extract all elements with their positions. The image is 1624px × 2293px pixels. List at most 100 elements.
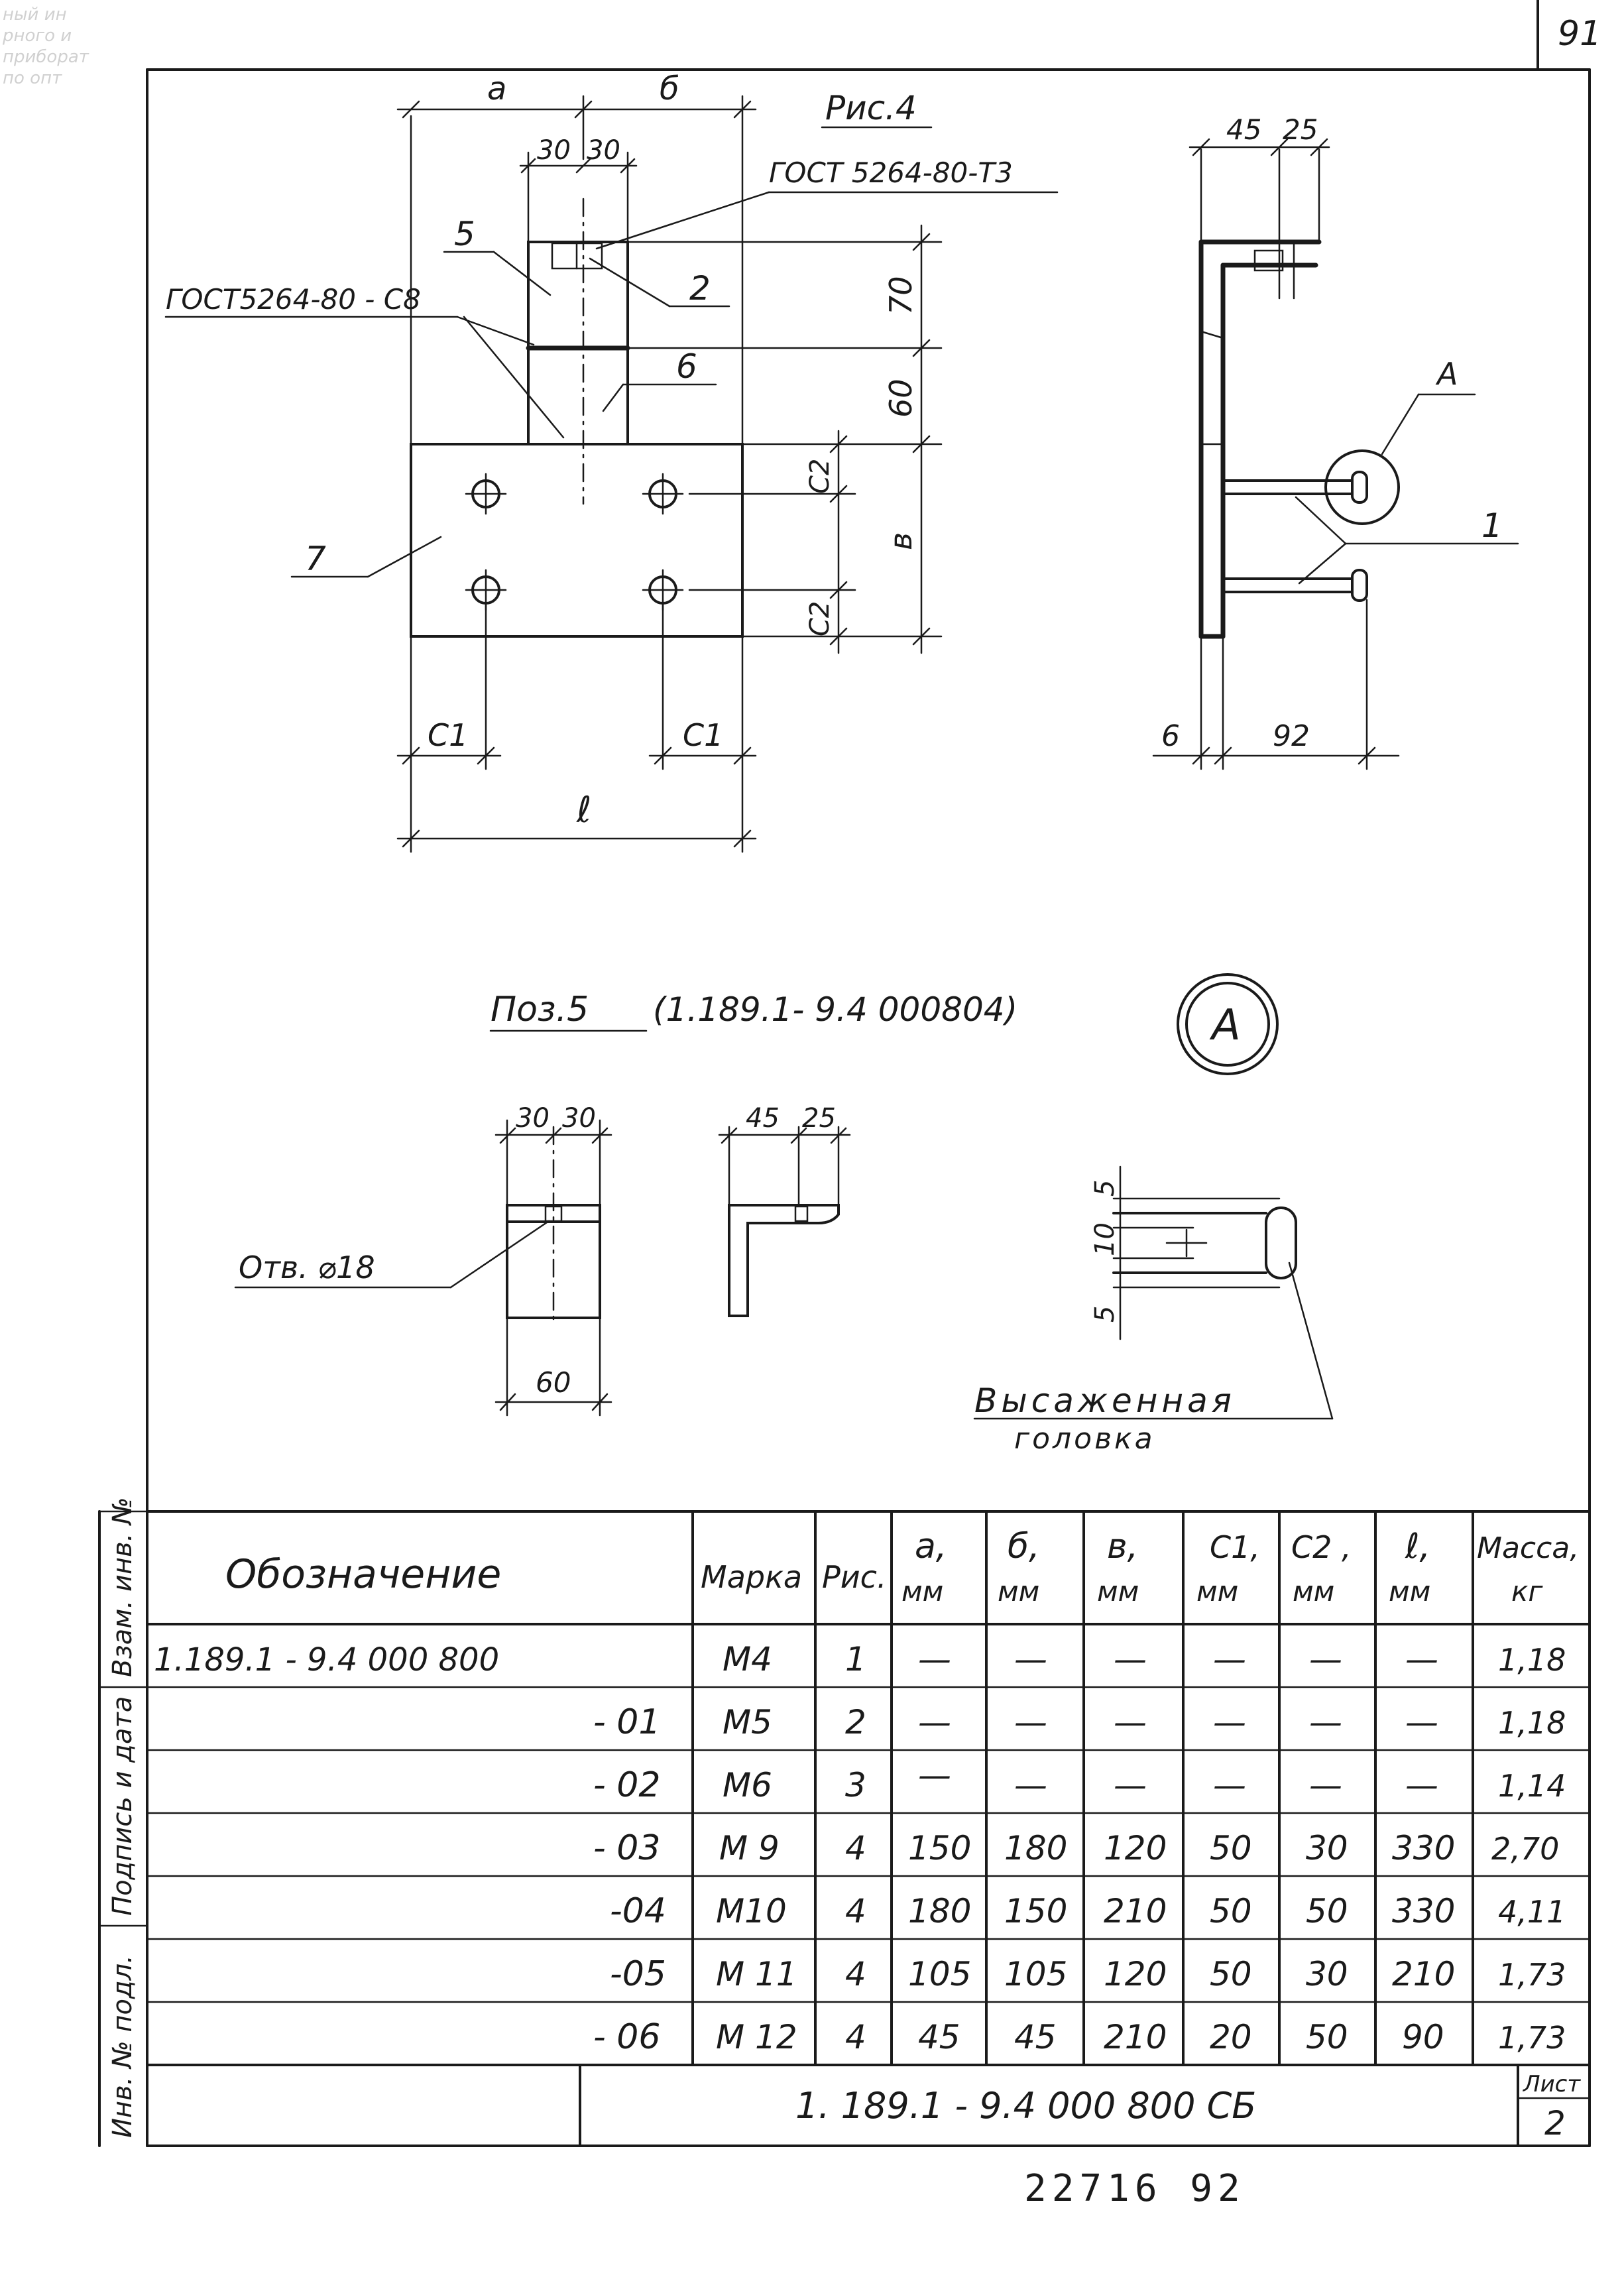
cell-mass: 1,18 bbox=[1498, 1642, 1566, 1678]
header-b: б, bbox=[1008, 1527, 1040, 1566]
cell-v: 210 bbox=[1104, 1892, 1167, 1930]
dim-c1: С1 bbox=[683, 717, 723, 753]
cell-fig: 4 bbox=[845, 1829, 866, 1867]
pos5-code: (1.189.1- 9.4 000804) bbox=[653, 990, 1017, 1029]
table-row: -04 М10 4 180 150 210 50 50 330 4,11 bbox=[610, 1891, 1566, 1931]
cell-fig: 1 bbox=[845, 1640, 866, 1678]
stamp-line: рного и bbox=[2, 26, 72, 46]
figure-title: Рис.4 bbox=[825, 89, 917, 127]
sheet-label: Лист bbox=[1522, 2071, 1581, 2097]
header-l: ℓ, bbox=[1405, 1527, 1430, 1566]
header-c1-unit: мм bbox=[1196, 1575, 1238, 1608]
dim-60: 60 bbox=[883, 379, 919, 418]
cell-c1: 50 bbox=[1210, 1892, 1252, 1930]
cell-c1: — bbox=[1213, 1640, 1246, 1678]
weld-callout-c8: ГОСТ5264-80 - С8 bbox=[166, 283, 421, 316]
cell-a: 105 bbox=[908, 1955, 971, 1993]
cell-mark: М 12 bbox=[716, 2018, 797, 2056]
header-b-unit: мм bbox=[998, 1575, 1039, 1608]
header-a-unit: мм bbox=[901, 1575, 943, 1608]
cell-c2: — bbox=[1309, 1640, 1342, 1678]
dim-c2: С2 bbox=[805, 459, 835, 494]
side-stamp-original-inv: Инв. № подл. bbox=[107, 1955, 138, 2138]
cell-c2: 50 bbox=[1306, 2018, 1348, 2056]
cell-a: 150 bbox=[908, 1829, 971, 1867]
dim-10: 10 bbox=[1090, 1222, 1120, 1256]
archive-stamp: ный ин рного и приборат по опт bbox=[2, 5, 89, 88]
weld-callout-t3: ГОСТ 5264-80-Т3 bbox=[769, 156, 1013, 189]
pos5-section: Поз.5 (1.189.1- 9.4 000804) 30 30 60 Отв… bbox=[234, 990, 1017, 1417]
dim-45: 45 bbox=[746, 1103, 780, 1134]
cell-mass: 1,73 bbox=[1498, 2020, 1566, 2056]
header-mark: Марка bbox=[701, 1559, 802, 1595]
cell-c2: — bbox=[1309, 1703, 1342, 1741]
cell-b: — bbox=[1014, 1703, 1047, 1741]
dim-v: в bbox=[883, 532, 919, 550]
table-row: - 03 М 9 4 150 180 120 50 30 330 2,70 bbox=[593, 1828, 1559, 1868]
dim-25: 25 bbox=[802, 1103, 836, 1134]
header-mass-unit: кг bbox=[1511, 1575, 1543, 1608]
table-row: - 02 М6 3 — — — — — — 1,14 bbox=[593, 1756, 1566, 1805]
cell-b: — bbox=[1014, 1766, 1047, 1804]
header-l-unit: мм bbox=[1389, 1575, 1430, 1608]
cell-l: 210 bbox=[1392, 1955, 1455, 1993]
dim-c2: С2 bbox=[805, 601, 835, 636]
position-1: 1 bbox=[1481, 506, 1503, 545]
detail-ref: А bbox=[1435, 356, 1458, 392]
cell-mass: 1,73 bbox=[1498, 1957, 1566, 1993]
spec-table: Обозначение Марка Рис. а, мм б, мм в, мм… bbox=[146, 1510, 1591, 2066]
side-stamp-replace-inv: Взам. инв. № bbox=[107, 1497, 138, 1677]
anchor-hole bbox=[642, 473, 684, 515]
side-stamp-signature-date: Подпись и дата bbox=[107, 1696, 138, 1916]
cell-a: — bbox=[918, 1703, 951, 1741]
cell-fig: 4 bbox=[845, 2018, 866, 2056]
table-row: - 06 М 12 4 45 45 210 20 50 90 1,73 bbox=[593, 2017, 1566, 2057]
cell-fig: 3 bbox=[845, 1766, 866, 1804]
hole-note: Отв. ⌀18 bbox=[239, 1250, 375, 1285]
cell-b: — bbox=[1014, 1640, 1047, 1678]
dim-l: ℓ bbox=[576, 789, 591, 831]
page-number: 91 bbox=[1558, 14, 1601, 54]
cell-mass: 1,18 bbox=[1498, 1705, 1566, 1741]
figure-4-front-view: а б 30 30 70 60 в С2 С2 bbox=[164, 70, 1059, 853]
anchor-hole bbox=[465, 473, 507, 515]
cell-c2: — bbox=[1309, 1766, 1342, 1804]
cell-mark: М4 bbox=[723, 1640, 772, 1678]
cell-mark: М6 bbox=[723, 1766, 772, 1804]
dim-45: 45 bbox=[1226, 113, 1261, 146]
position-2: 2 bbox=[689, 269, 711, 308]
cell-v: 210 bbox=[1104, 2018, 1167, 2056]
cell-mass: 2,70 bbox=[1491, 1831, 1559, 1867]
cell-l: — bbox=[1405, 1703, 1438, 1741]
header-mass: Масса, bbox=[1477, 1531, 1579, 1565]
dim-5: 5 bbox=[1090, 1306, 1120, 1323]
sheet-frame bbox=[98, 0, 1591, 2147]
detail-note-line2: головка bbox=[1014, 1422, 1155, 1456]
cell-mass: 1,14 bbox=[1498, 1768, 1566, 1804]
cell-c1: 50 bbox=[1210, 1955, 1252, 1993]
header-c2: С2 , bbox=[1291, 1529, 1352, 1565]
dim-92: 92 bbox=[1273, 719, 1310, 753]
cell-a: — bbox=[918, 1640, 951, 1678]
cell-b: 180 bbox=[1004, 1829, 1067, 1867]
cell-c2: 50 bbox=[1306, 1892, 1348, 1930]
dim-25: 25 bbox=[1283, 113, 1318, 146]
dim-60: 60 bbox=[536, 1366, 571, 1399]
figure-4-side-view: А 1 45 25 6 92 bbox=[1152, 113, 1519, 770]
cell-fig: 4 bbox=[845, 1892, 866, 1930]
position-6: 6 bbox=[676, 347, 697, 386]
cell-mark: М 11 bbox=[716, 1955, 797, 1993]
cell-c2: 30 bbox=[1306, 1955, 1348, 1993]
stamp-line: ный ин bbox=[3, 5, 67, 25]
cell-c1: 50 bbox=[1210, 1829, 1252, 1867]
cell-b: 150 bbox=[1004, 1892, 1067, 1930]
header-c2-unit: мм bbox=[1293, 1575, 1334, 1608]
detail-a: А 5 10 5 Высаженная головка bbox=[973, 973, 1334, 1456]
cell-c1: — bbox=[1213, 1703, 1246, 1741]
cell-l: 90 bbox=[1402, 2018, 1444, 2056]
cell-l: — bbox=[1405, 1640, 1438, 1678]
dim-c1: С1 bbox=[428, 717, 468, 753]
dim-30: 30 bbox=[516, 1103, 550, 1134]
cell-l: — bbox=[1405, 1766, 1438, 1804]
cell-fig: 2 bbox=[845, 1703, 866, 1741]
